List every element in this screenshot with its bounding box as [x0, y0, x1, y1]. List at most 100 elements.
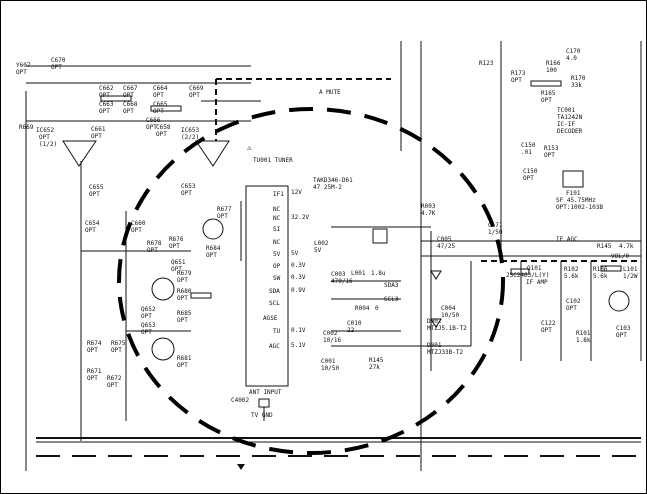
c660-opt: OPT — [131, 227, 142, 234]
pin-si: SI — [273, 226, 281, 233]
q101-ref: Q101 — [527, 265, 542, 272]
r153-val: OPT — [544, 152, 555, 159]
c653-ref: C653 — [181, 183, 196, 190]
pin-if1: IF1 — [273, 191, 284, 198]
c005-val: 47/25 — [437, 243, 456, 250]
c005-ref: C005 — [437, 236, 452, 243]
r675-ref: R675 — [111, 340, 126, 347]
r003-val: 4.7K — [421, 210, 436, 217]
ic652-ch: (1/2) — [39, 141, 58, 148]
r676-ref: R676 — [169, 236, 184, 243]
f101-ref: F101 — [566, 190, 581, 197]
decoder-part: TA1242N — [557, 114, 583, 121]
c667-ref: C667 — [123, 85, 138, 92]
warning-icon: ⚠ — [247, 143, 252, 152]
c122-val: OPT — [541, 327, 552, 334]
c010-val: 22 — [347, 327, 355, 334]
c001-ref: C001 — [321, 358, 336, 365]
l001-val: 1.8u — [371, 270, 386, 277]
c003-ref: C003 — [331, 271, 346, 278]
r153-ref: R153 — [544, 145, 559, 152]
ic652-ref: IC652 — [36, 127, 55, 134]
c664-ref: C664 — [153, 85, 168, 92]
c170-val: 4.0 — [566, 55, 577, 62]
c663-ref: C663 — [99, 101, 114, 108]
r173-opt: OPT — [511, 77, 522, 84]
c669-ref: C669 — [189, 85, 204, 92]
c150b-val: .01 — [521, 149, 532, 156]
c122-ref: C122 — [541, 320, 556, 327]
volt-sw: 0.3V — [291, 274, 306, 281]
c103-ref: C103 — [616, 325, 631, 332]
q651-ref: Q651 — [171, 259, 186, 266]
c003-val: 470/16 — [331, 278, 353, 285]
r145b-ref: R145 — [597, 243, 612, 250]
l101-ref: L101 — [623, 266, 638, 273]
c663-opt: OPT — [99, 108, 110, 115]
signal-vol: VOL/0 — [611, 253, 630, 260]
decoder-ref: TC001 — [557, 107, 576, 114]
r681-ref: R681 — [177, 355, 192, 362]
c150-ref: C150 — [523, 168, 538, 175]
pin-tu: TU — [273, 328, 281, 335]
r680-ref: R680 — [177, 288, 192, 295]
tuner-part-number-2: 47 25M-2 — [313, 184, 342, 191]
r671-opt: OPT — [87, 375, 98, 382]
r145b-val: 4.7k — [619, 243, 634, 250]
l101-val: 1/2W — [623, 273, 638, 280]
l001-ref: L001 — [351, 270, 366, 277]
antenna-cap-label: C4002 — [231, 397, 250, 404]
c102-val: OPT — [566, 305, 577, 312]
ic652-opt: OPT — [39, 134, 50, 141]
q101-part: 2SC2463/L(Y) — [506, 272, 550, 279]
r004-val: 0 — [375, 305, 379, 312]
r677-ref: R677 — [217, 206, 232, 213]
pin-agc: AGC — [269, 343, 280, 350]
c103-val: OPT — [616, 332, 627, 339]
c010-ref: C010 — [347, 320, 362, 327]
c660-ref: C660 — [131, 220, 146, 227]
d002-ref: D002 — [427, 318, 442, 325]
c002-ref: C002 — [323, 330, 338, 337]
c666-opt: OPT — [146, 124, 157, 131]
volt-32v: 32.2V — [291, 214, 310, 221]
c654-ref: C654 — [85, 220, 100, 227]
c669-opt: OPT — [189, 92, 200, 99]
c001-val: 10/50 — [321, 365, 340, 372]
l002-ref: L002 — [314, 240, 329, 247]
pin-5v: 5V — [273, 251, 281, 258]
r003-ref: R003 — [421, 203, 436, 210]
r685-ref: R685 — [177, 310, 192, 317]
c662-ref: C662 — [99, 85, 114, 92]
r173-ref: R173 — [511, 70, 526, 77]
r684-ref: R684 — [206, 245, 221, 252]
pin-op: OP — [273, 263, 281, 270]
l002-val: 5V — [314, 247, 322, 254]
mute-label: A MUTE — [319, 89, 341, 96]
volt-tu: 0.1V — [291, 327, 306, 334]
r166-ref: R166 — [546, 60, 561, 67]
r101-ref: R101 — [576, 330, 591, 337]
r165-val: OPT — [541, 97, 552, 104]
d002-part: MTZJ5.1B-T2 — [427, 325, 467, 332]
r145-val: 27k — [369, 364, 380, 371]
r677-opt: OPT — [217, 213, 228, 220]
c666-ref: C666 — [146, 117, 161, 124]
pin-nc2: NC — [273, 215, 281, 222]
signal-scl: SCL3 — [384, 296, 399, 303]
q651-opt: OPT — [171, 266, 182, 273]
d001-part: MTZJ33B-T2 — [427, 349, 464, 356]
r671-ref: R671 — [87, 368, 102, 375]
r145-ref: R145 — [369, 357, 384, 364]
r679-ref: R679 — [177, 270, 192, 277]
r684-opt: OPT — [206, 252, 217, 259]
tuner-part-number-1: TAKD346-D61 — [313, 177, 353, 184]
r102-ref: R102 — [564, 266, 579, 273]
c661-ref: C661 — [91, 126, 106, 133]
c004-val: 10/50 — [441, 312, 460, 319]
c654-opt: OPT — [85, 227, 96, 234]
q652-opt: OPT — [141, 313, 152, 320]
c661-opt: OPT — [91, 133, 102, 140]
r101-val: 1.8k — [576, 337, 591, 344]
c665-ref: C665 — [153, 101, 168, 108]
